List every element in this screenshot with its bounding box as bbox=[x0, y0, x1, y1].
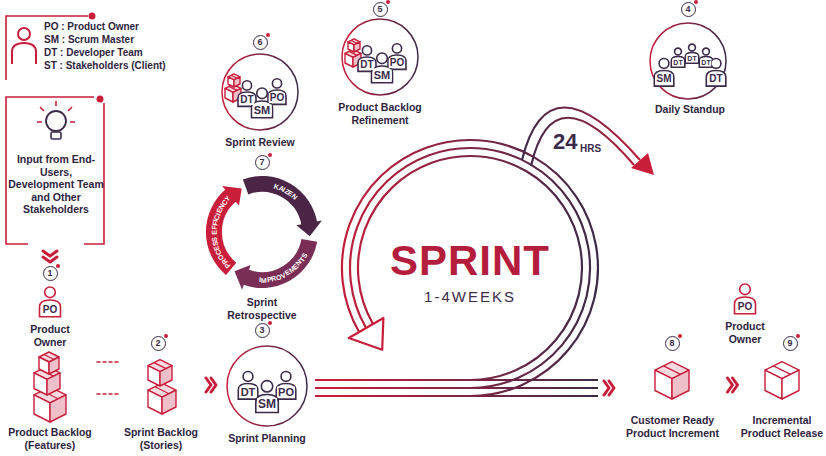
event-circle: DTSM PO Sprint Review bbox=[215, 50, 305, 154]
callout-number: 2 bbox=[151, 336, 166, 351]
node-label: Customer Ready Product Increment bbox=[620, 414, 725, 439]
increment-icon: Customer Ready Product Increment bbox=[620, 352, 725, 452]
role-letters: SM bbox=[253, 105, 272, 116]
sprint-spiral bbox=[315, 140, 598, 396]
node-label: Incremental Product Release bbox=[740, 414, 824, 439]
dashed-link bbox=[97, 362, 120, 394]
cycle-arrow bbox=[522, 108, 654, 176]
arc-letter: F bbox=[210, 225, 217, 230]
callout-number: 6 bbox=[253, 35, 268, 50]
role-letters: DT bbox=[239, 95, 254, 105]
input-box: Input from End-Users, Development Team a… bbox=[4, 95, 108, 245]
sprint-loop: SPRINT 1-4WEEKS bbox=[342, 140, 598, 398]
role-letters: PO bbox=[277, 387, 295, 398]
arc-letter: S bbox=[211, 236, 219, 242]
role-letters: DT bbox=[672, 59, 683, 66]
node-label: Sprint Retrospective bbox=[217, 296, 307, 321]
role-letters: PO bbox=[737, 302, 753, 312]
arc-letter: I bbox=[259, 276, 261, 283]
node-label: 1-4WEEKS bbox=[342, 288, 598, 306]
event-circle: DTSMPO Sprint Planning bbox=[222, 342, 312, 450]
node-label: SPRINT bbox=[342, 238, 598, 284]
role-icon: PO Product Owner bbox=[10, 285, 90, 350]
chevron-arrow bbox=[728, 378, 738, 392]
role-letters: PO bbox=[269, 93, 285, 103]
callout-number: 5 bbox=[373, 2, 388, 17]
node-label: Product Backlog Refinement bbox=[325, 101, 435, 126]
role-letters: DT bbox=[700, 59, 711, 66]
kaizen-cycle: KAIZENIMPROVEMENTSPROCESS EFFICIENCYSpri… bbox=[202, 172, 322, 323]
role-letters: DT bbox=[359, 60, 374, 70]
node-label: Product Owner bbox=[715, 320, 775, 345]
backlog-icon: Sprint Backlog (Stories) bbox=[122, 352, 200, 456]
legend-entry: PO : Product Owner bbox=[44, 20, 139, 33]
cycle-label: HRS bbox=[580, 144, 601, 154]
node-label: Input from End-Users, Development Team a… bbox=[8, 153, 104, 216]
role-letters: SM bbox=[257, 398, 277, 410]
callout-number: 4 bbox=[681, 2, 696, 17]
legend-entry: SM : Scrum Master bbox=[44, 33, 134, 46]
role-letters: PO bbox=[389, 58, 405, 68]
legend-entry: DT : Developer Team bbox=[44, 46, 143, 59]
arc-letter: E bbox=[211, 230, 218, 235]
chevron-arrow bbox=[43, 251, 57, 262]
role-letters: SM bbox=[373, 70, 392, 81]
callout-number: 8 bbox=[665, 336, 680, 351]
node-label: Product Backlog (Features) bbox=[5, 426, 95, 451]
role-letters: PO bbox=[42, 305, 58, 315]
event-circle: SMDTDTDTDTDaily Standup bbox=[640, 17, 740, 127]
role-letters: DT bbox=[708, 74, 723, 84]
arc-letter: M bbox=[261, 276, 267, 283]
event-circle: DTSM PO Product Backlog Refinement bbox=[325, 17, 435, 137]
callout-number: 3 bbox=[255, 323, 270, 338]
node-label: Sprint Backlog (Stories) bbox=[122, 426, 200, 451]
node-label: Daily Standup bbox=[640, 103, 740, 116]
node-label: Sprint Planning bbox=[222, 432, 312, 445]
callout-number: 1 bbox=[43, 266, 58, 281]
chevron-arrow bbox=[604, 381, 614, 395]
cycle-label: 24 bbox=[553, 131, 577, 153]
legend-entry: ST : Stakeholders (Client) bbox=[44, 59, 166, 72]
role-letters: SM bbox=[656, 74, 673, 84]
role-letters: DT bbox=[240, 387, 257, 398]
role-icon: PO Product Owner bbox=[715, 282, 775, 347]
callout-number: 7 bbox=[255, 155, 270, 170]
chevron-arrow bbox=[206, 378, 216, 392]
backlog-icon: Product Backlog (Features) bbox=[5, 352, 95, 456]
callout-number: 9 bbox=[783, 336, 798, 351]
node-label: Product Owner bbox=[20, 323, 80, 348]
release-icon: Incremental Product Release bbox=[740, 352, 824, 452]
node-label: Sprint Review bbox=[215, 136, 305, 149]
role-letters: DT bbox=[686, 55, 697, 62]
